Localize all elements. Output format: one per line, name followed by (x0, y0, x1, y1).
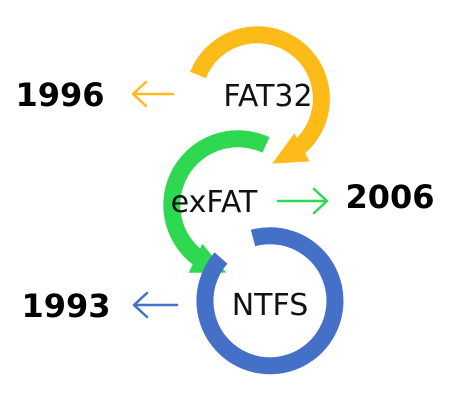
exfat-label: exFAT (171, 185, 258, 220)
fat32-ring (190, 26, 330, 164)
ntfs-ring (196, 227, 344, 375)
fat32-year: 1996 (15, 76, 104, 114)
exfat-ring (163, 130, 270, 273)
ntfs-label: NTFS (232, 288, 309, 323)
exfat-year-connector: 2006 (276, 178, 435, 216)
fat32-node: FAT32 (190, 26, 330, 164)
exfat-node: exFAT (163, 130, 270, 273)
arrow-left-icon (132, 291, 179, 319)
fat32-year-connector: 1996 (15, 76, 175, 114)
ntfs-year: 1993 (21, 287, 110, 325)
arrow-right-icon (276, 187, 329, 215)
exfat-year: 2006 (345, 178, 434, 216)
fat32-label: FAT32 (223, 79, 312, 114)
ntfs-node: NTFS (196, 227, 344, 375)
ntfs-year-connector: 1993 (21, 287, 179, 325)
arrow-left-icon (131, 80, 175, 108)
